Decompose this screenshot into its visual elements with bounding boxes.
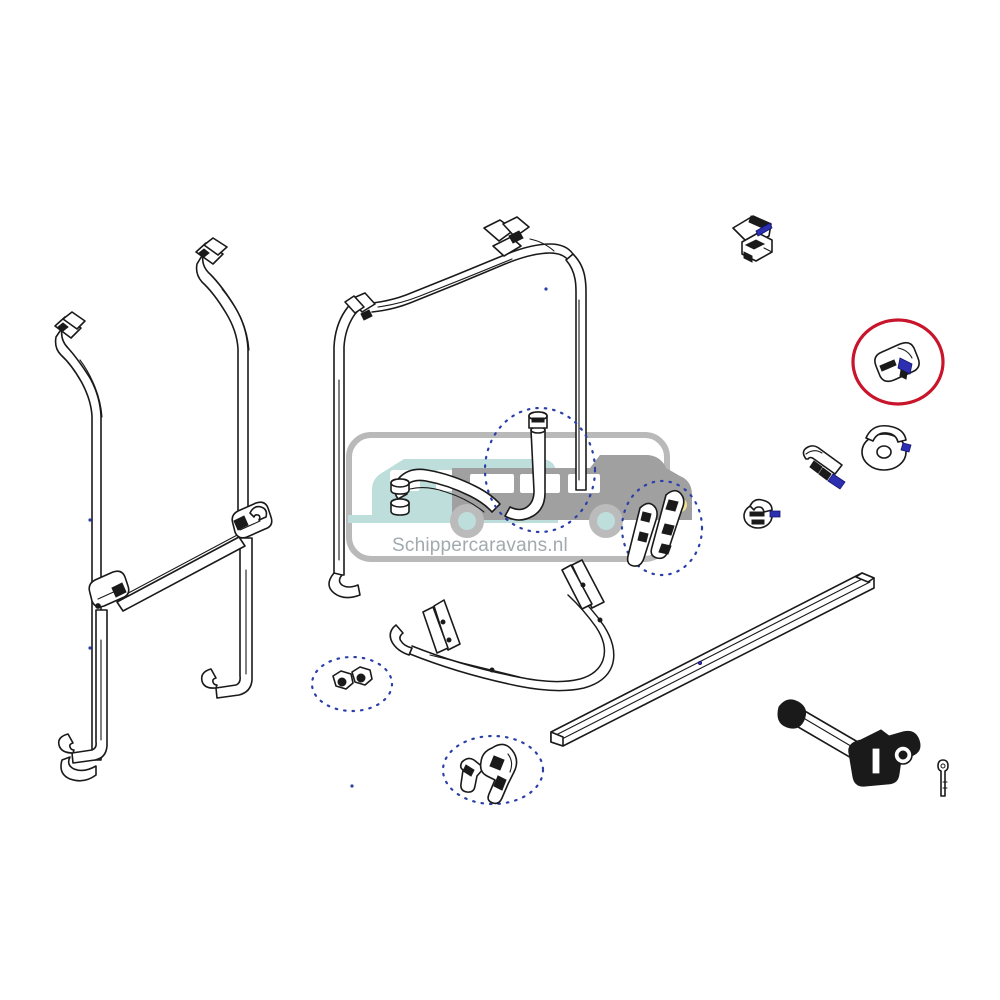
corner-bracket-small xyxy=(459,757,485,793)
joint-left xyxy=(88,570,130,609)
mount-plate-a xyxy=(422,599,461,654)
sleeve-collar-b xyxy=(390,498,410,516)
mount-plate-b xyxy=(561,559,605,610)
long-rail-profile xyxy=(550,572,875,747)
cross-brace xyxy=(116,532,246,612)
clamp-strip-b xyxy=(650,489,685,560)
dotted-group-clamps-right xyxy=(620,479,704,577)
leg-right-lower xyxy=(200,537,253,699)
key xyxy=(937,759,949,797)
pole-left-curved xyxy=(54,311,103,782)
pole-right-end-fitting xyxy=(195,237,228,265)
reference-dots xyxy=(88,287,548,788)
roof-rail-arch xyxy=(328,216,587,599)
vertical-tube-centre xyxy=(504,411,548,521)
pole-right-curved xyxy=(195,237,250,520)
clamp-strip-a xyxy=(626,502,658,567)
corner-bracket-large xyxy=(479,743,518,805)
hex-nut-a xyxy=(332,670,354,690)
sleeve-collar-a xyxy=(390,478,410,495)
rail-connector-left xyxy=(344,292,376,321)
clamp-bracket-small xyxy=(874,341,920,383)
hex-nut-b xyxy=(351,666,373,686)
dotted-group-nuts xyxy=(310,655,394,713)
dotted-group-centre-rail xyxy=(483,406,597,534)
leg-left-lower xyxy=(57,609,108,764)
hook-tube-centre xyxy=(393,468,501,513)
rail-connector-right xyxy=(483,216,555,257)
strap-roll xyxy=(861,424,912,471)
dotted-group-brackets-bottom xyxy=(441,734,545,806)
tube-cap-fitting xyxy=(528,411,548,429)
pole-left-end-fitting xyxy=(54,311,86,339)
highlight-circle xyxy=(851,318,945,406)
watermark-text: Schippercaravans.nl xyxy=(392,535,568,556)
u-bar-frame xyxy=(389,591,615,692)
joint-right xyxy=(231,501,273,539)
clamp-blue-tip xyxy=(802,445,846,490)
clamp-top-right xyxy=(732,215,773,263)
wheel-icons xyxy=(450,504,623,538)
lock-housing xyxy=(848,729,921,787)
knob-fitting xyxy=(743,498,781,529)
